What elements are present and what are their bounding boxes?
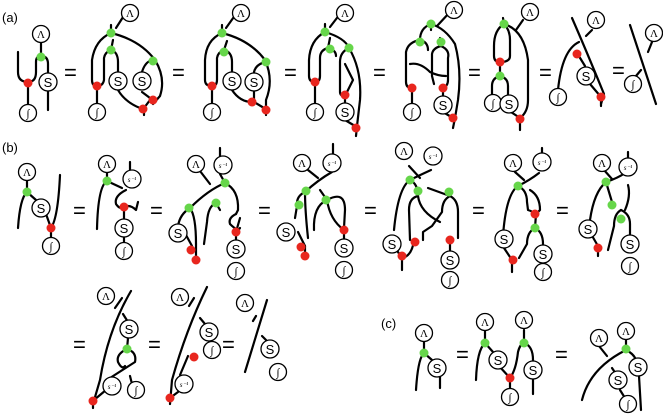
- diagram-a3: [202, 3, 271, 122]
- diagram-b9: [165, 285, 222, 406]
- diagram-b5: [382, 141, 460, 290]
- panel-label-a: (a): [2, 10, 18, 25]
- panel-label-b: (b): [2, 140, 18, 155]
- equals-sign: =: [258, 198, 271, 223]
- equals-sign: =: [373, 60, 386, 85]
- lambda-node-icon: [31, 24, 51, 44]
- equals-sign: =: [468, 60, 481, 85]
- comultiplication-node: [36, 52, 46, 62]
- diagram-a6: [483, 2, 540, 132]
- equals-sign: =: [456, 342, 469, 367]
- diagram-b2: [95, 154, 142, 261]
- diagram-b4: [276, 142, 354, 280]
- diagram-b10: [235, 293, 288, 382]
- diagram-b1: [16, 162, 62, 256]
- diagram-c3: [580, 321, 648, 414]
- equals-sign: =: [148, 332, 161, 357]
- diagram-a2: [87, 3, 164, 122]
- equals-sign: =: [222, 332, 235, 357]
- integral-node-icon: [18, 103, 38, 123]
- diagram-b6: [494, 146, 553, 282]
- equals-sign: =: [555, 342, 568, 367]
- diagram-b8: [88, 286, 146, 410]
- equals-sign: =: [472, 198, 485, 223]
- equals-sign: =: [284, 60, 297, 85]
- diagram-b3: [168, 146, 246, 281]
- equals-sign: =: [73, 332, 86, 357]
- equals-sign: =: [150, 198, 163, 223]
- diagram-c2: [474, 310, 543, 407]
- diagram-a1: [16, 24, 58, 123]
- panel-label-c: (c): [381, 316, 396, 331]
- equals-sign: =: [539, 60, 552, 85]
- equals-sign: =: [73, 198, 86, 223]
- diagram-b7: [578, 150, 640, 276]
- antipode-node-icon: [38, 72, 58, 92]
- diagram-a8: [623, 23, 663, 106]
- diagram-a7: [548, 10, 606, 108]
- equals-sign: =: [556, 198, 569, 223]
- equals-sign: =: [364, 198, 377, 223]
- diagram-a4: [305, 3, 362, 138]
- diagram-c1: [414, 323, 447, 392]
- equals-sign: =: [172, 60, 185, 85]
- multiplication-node: [23, 78, 33, 88]
- equals-sign: =: [612, 58, 625, 83]
- equals-sign: =: [64, 60, 77, 85]
- diagram-a5: [402, 0, 464, 130]
